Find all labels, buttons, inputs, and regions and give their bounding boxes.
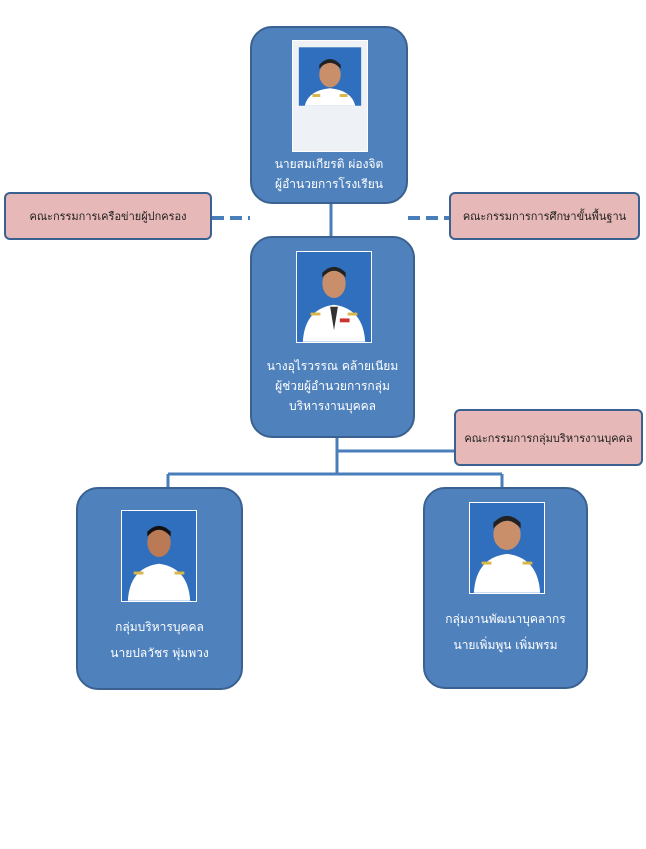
assistant-name: นางอุไรวรรณ คล้ายเนียม [266,359,399,373]
right-unit-photo [469,502,545,594]
assistant-title-line2: บริหารงานบุคคล [289,399,376,413]
director-box: นายสมเกียรติ ผ่องจิต ผู้อำนวยการโรงเรียน [250,26,408,204]
director-photo [292,40,368,152]
committee-parents-network: คณะกรรมการเครือข่ายผู้ปกครอง [4,192,212,240]
committee-personnel-group: คณะกรรมการกลุ่มบริหารงานบุคคล [454,409,643,466]
right-unit-line2: นายเพิ่มพูน เพิ่มพรม [453,638,558,652]
right-unit-line1: กลุ่มงานพัฒนาบุคลากร [445,612,566,626]
left-unit-line1: กลุ่มบริหารบุคคล [115,620,204,634]
left-unit-line2: นายปลวัชร พุ่มพวง [110,646,209,660]
left-unit-photo [121,510,197,602]
committee-basic-education: คณะกรรมการการศึกษาขั้นพื้นฐาน [449,192,640,240]
director-name: นายสมเกียรติ ผ่องจิต [274,157,384,171]
left-unit-box: กลุ่มบริหารบุคคล นายปลวัชร พุ่มพวง [76,487,243,690]
assistant-photo [296,251,372,343]
assistant-box: นางอุไรวรรณ คล้ายเนียม ผู้ช่วยผู้อำนวยกา… [250,236,415,438]
assistant-title-line1: ผู้ช่วยผู้อำนวยการกลุ่ม [275,379,390,393]
director-title: ผู้อำนวยการโรงเรียน [275,177,383,191]
right-unit-box: กลุ่มงานพัฒนาบุคลากร นายเพิ่มพูน เพิ่มพร… [423,487,588,689]
